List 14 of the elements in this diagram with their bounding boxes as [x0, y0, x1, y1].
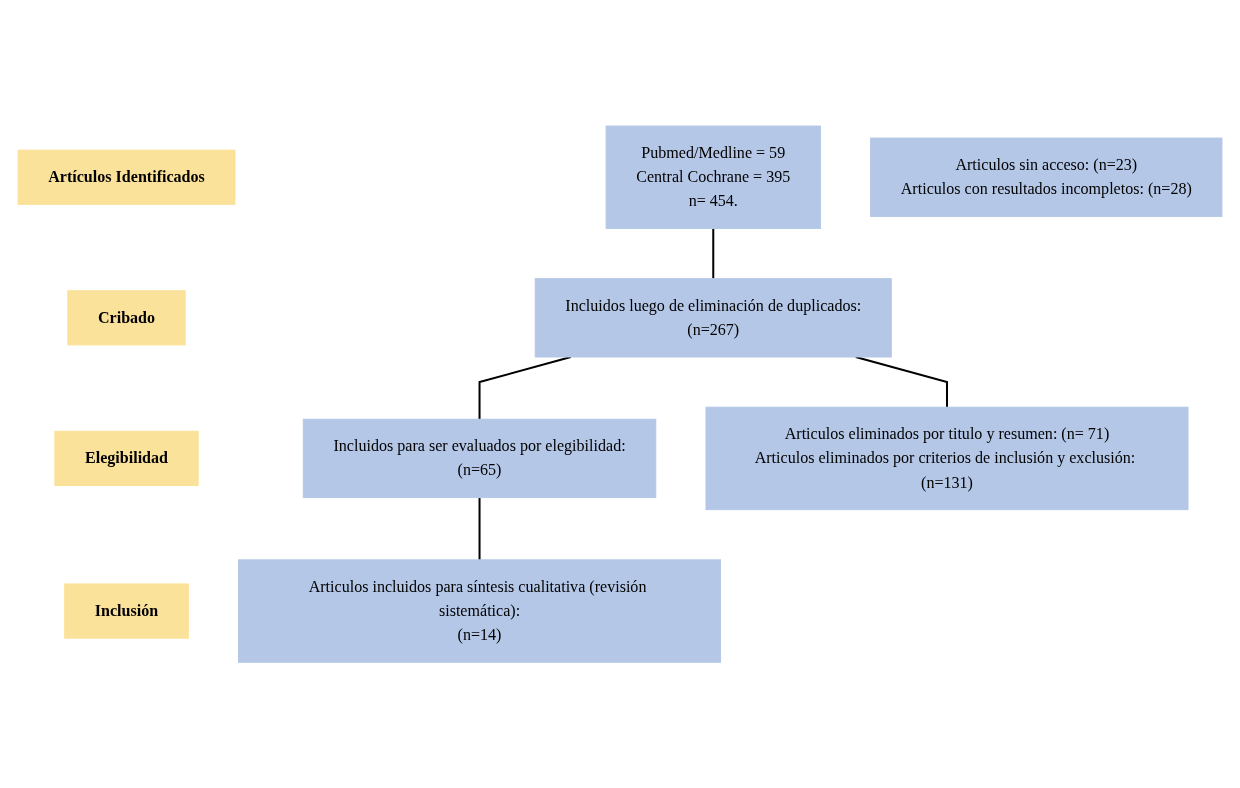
node-box: Elegibilidad: [54, 430, 199, 486]
node-box: Artículos Identificados: [17, 149, 236, 205]
connector: [478, 497, 481, 560]
node-box: Cribado: [67, 290, 186, 346]
node-box: Incluidos para ser evaluados por elegibilidad: (n=65): [302, 418, 657, 498]
connector: [855, 355, 948, 408]
node-box: Incluidos luego de eliminación de duplicados: (n=267): [534, 278, 892, 358]
node-box: Articulos sin acceso: (n=23) Articulos con resultados incompletos: (n=28): [870, 137, 1223, 217]
connector: [712, 228, 715, 279]
node-box: Articulos eliminados por titulo y resumen: (n= 71) Articulos eliminados por criterios de inclusión y exclusión: (n=131): [705, 406, 1189, 510]
node-box: Pubmed/Medline = 59 Central Cochrane = 395 n= 454.: [605, 125, 821, 229]
node-box: Inclusión: [64, 583, 189, 639]
connector: [478, 355, 572, 420]
node-box: Articulos incluidos para síntesis cualitativa (revisión sistemática): (n=14): [238, 559, 722, 663]
